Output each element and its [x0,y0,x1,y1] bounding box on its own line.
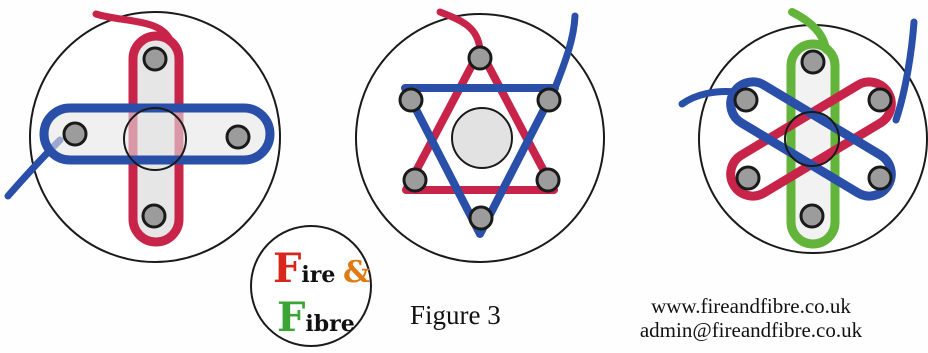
hole [801,205,823,227]
hole [404,169,426,191]
hole [143,205,165,227]
center-hub [452,108,512,168]
fire-and-fibre-logo: Fire & Fibre [251,226,371,346]
hole [144,48,166,70]
hole [869,89,891,111]
diagram-three-loops [682,12,927,253]
diagram-star [356,12,604,262]
hole [227,126,249,148]
email-link[interactable]: admin@fireandfibre.co.uk [606,318,896,342]
website-link[interactable]: www.fireandfibre.co.uk [606,294,896,318]
hole [869,167,891,189]
hole [737,167,759,189]
hole [538,89,560,111]
hole [469,47,491,69]
hole [735,89,757,111]
hole [802,51,824,73]
contact-info: www.fireandfibre.co.uk admin@fireandfibr… [606,294,896,342]
hole [470,207,492,229]
hole [400,89,422,111]
hole [537,169,559,191]
diagram-cross [8,12,280,262]
figure-caption: Figure 3 [410,300,501,331]
hole [64,123,86,145]
